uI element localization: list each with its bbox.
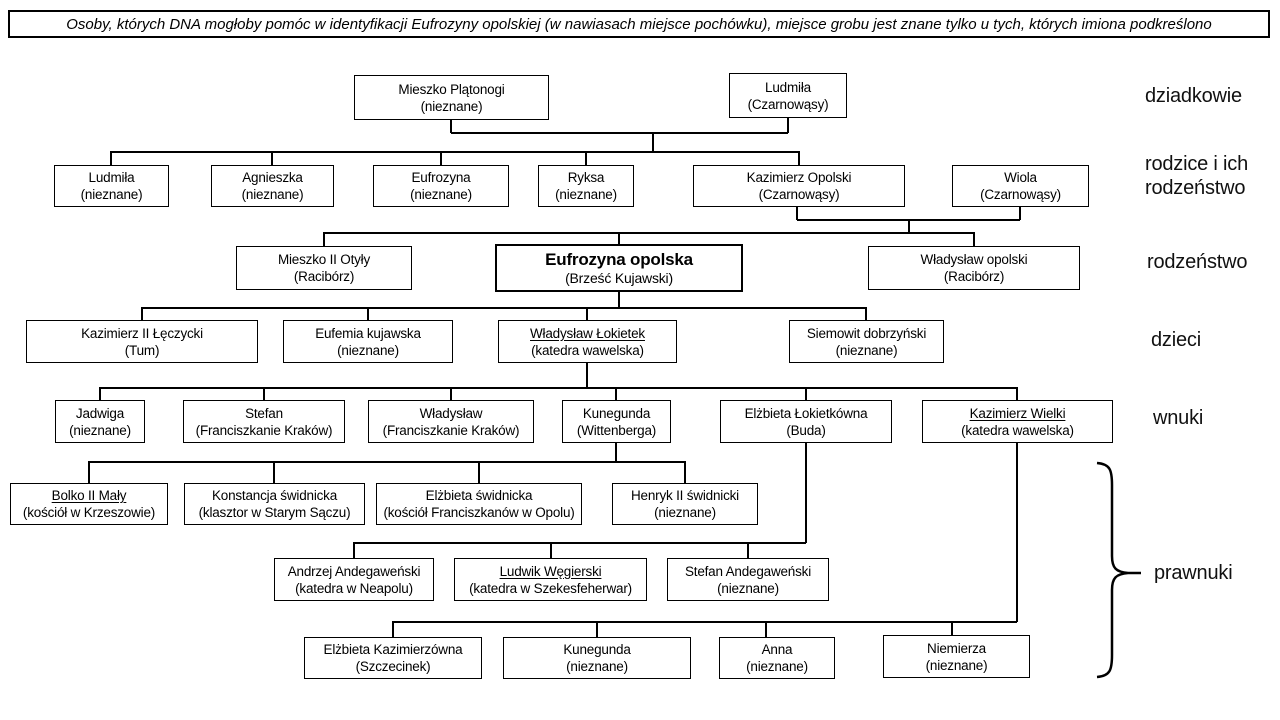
person-box-stefan-andegawenski: Stefan Andegaweński (nieznane)	[667, 558, 829, 601]
person-box-anna: Anna (nieznane)	[719, 637, 835, 679]
prawnuki-brace	[1096, 461, 1141, 679]
person-box-jadwiga: Jadwiga (nieznane)	[55, 400, 145, 443]
generation-label-dziadkowie: dziadkowie	[1145, 85, 1242, 107]
person-box-kunegunda: Kunegunda (nieznane)	[503, 637, 691, 679]
person-box-wladyslaw: Władysław (Franciszkanie Kraków)	[368, 400, 534, 443]
person-box-ludwik-wegierski: Ludwik Węgierski (katedra w Szekesfeherw…	[454, 558, 647, 601]
person-box-wladyslaw-opolski: Władysław opolski (Racibórz)	[868, 246, 1080, 290]
person-box-kunegunda-wittenberga: Kunegunda (Wittenberga)	[562, 400, 671, 443]
person-box-ryksa: Ryksa (nieznane)	[538, 165, 634, 207]
person-box-bolko-ii-maly: Bolko II Mały (kościół w Krzeszowie)	[10, 483, 168, 525]
generation-label-dzieci: dzieci	[1151, 329, 1201, 351]
diagram-title-box: Osoby, których DNA mogłoby pomóc w ident…	[8, 10, 1270, 38]
person-box-eufrozyna-opolska: Eufrozyna opolska (Brześć Kujawski)	[495, 244, 743, 292]
generation-label-wnuki: wnuki	[1153, 407, 1204, 429]
diagram-title: Osoby, których DNA mogłoby pomóc w ident…	[66, 15, 1212, 33]
generation-label-rodzenstwo: rodzeństwo	[1147, 251, 1248, 273]
person-box-mieszko-ii-otyly: Mieszko II Otyły (Racibórz)	[236, 246, 412, 290]
person-box-wiola: Wiola (Czarnowąsy)	[952, 165, 1089, 207]
person-box-ludmila-czarnowasy: Ludmiła (Czarnowąsy)	[729, 73, 847, 118]
person-box-wladyslaw-lokietek: Władysław Łokietek (katedra wawelska)	[498, 320, 677, 363]
person-box-ludmila: Ludmiła (nieznane)	[54, 165, 169, 207]
person-box-siemowit-dobrzynski: Siemowit dobrzyński (nieznane)	[789, 320, 944, 363]
person-box-kazimierz-opolski: Kazimierz Opolski (Czarnowąsy)	[693, 165, 905, 207]
person-box-andrzej-andegawenski: Andrzej Andegaweński (katedra w Neapolu)	[274, 558, 434, 601]
person-box-kazimierz-ii-leczycki: Kazimierz II Łęczycki (Tum)	[26, 320, 258, 363]
person-box-konstancja-swidnicka: Konstancja świdnicka (klasztor w Starym …	[184, 483, 365, 525]
person-box-elzbieta-kazimierzowna: Elżbieta Kazimierzówna (Szczecinek)	[304, 637, 482, 679]
person-box-kazimierz-wielki: Kazimierz Wielki (katedra wawelska)	[922, 400, 1113, 443]
person-box-elzbieta-swidnicka: Elżbieta świdnicka (kościół Franciszkanó…	[376, 483, 582, 525]
generation-label-rodzice: rodzice i ich rodzeństwo	[1145, 153, 1248, 199]
generation-label-prawnuki: prawnuki	[1154, 562, 1233, 584]
person-box-agnieszka: Agnieszka (nieznane)	[211, 165, 334, 207]
person-box-henryk-ii-swidnicki: Henryk II świdnicki (nieznane)	[612, 483, 758, 525]
person-box-eufrozyna: Eufrozyna (nieznane)	[373, 165, 509, 207]
person-box-eufemia-kujawska: Eufemia kujawska (nieznane)	[283, 320, 453, 363]
person-box-mieszko-platonogi: Mieszko Plątonogi (nieznane)	[354, 75, 549, 120]
person-box-elzbieta-lokietkowna: Elżbieta Łokietkówna (Buda)	[720, 400, 892, 443]
person-box-stefan: Stefan (Franciszkanie Kraków)	[183, 400, 345, 443]
person-box-niemierza: Niemierza (nieznane)	[883, 635, 1030, 678]
